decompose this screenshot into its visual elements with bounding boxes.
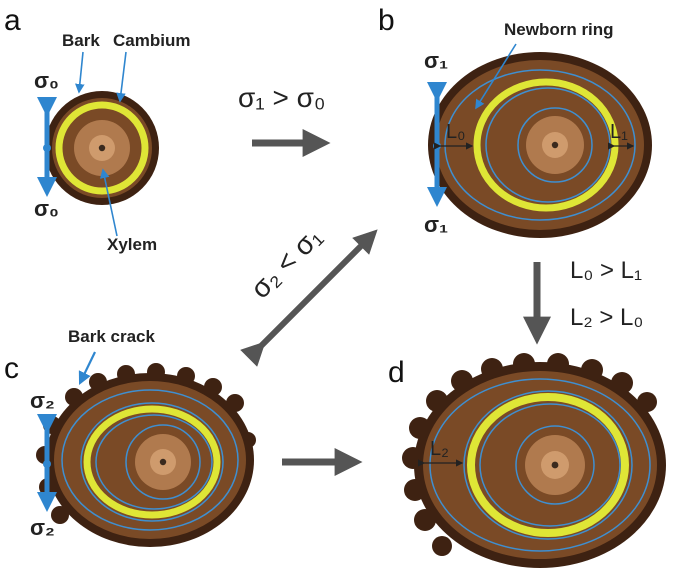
panel-letter-c: c [4, 352, 19, 385]
bark-label: Bark [62, 31, 100, 50]
relation-sigma1-gt-sigma0: σ₁ > σ₀ [238, 82, 326, 113]
relation-L2-gt-L0: L₂ > L₀ [570, 304, 643, 331]
newborn-ring-label: Newborn ring [504, 20, 614, 39]
cambium-ring [467, 393, 629, 537]
xylem-label: Xylem [107, 235, 157, 254]
annual-ring-line [61, 389, 239, 531]
process-arrow-b-c [240, 229, 378, 367]
panel-letter-b: b [378, 4, 395, 37]
stress-label-top: σ₁ [424, 48, 448, 73]
width-label-right: L₁ [610, 121, 628, 143]
pith [98, 144, 106, 152]
relation-L0-gt-L1: L₀ > L₁ [570, 257, 642, 284]
panel-d: d L₂ [388, 353, 666, 568]
bark-crack-pointer [78, 351, 96, 385]
pith [551, 141, 559, 149]
width-label-left: L₂ [430, 438, 449, 460]
panel-letter-a: a [4, 4, 21, 37]
stress-label-bottom: σ₁ [424, 212, 448, 237]
newborn-ring-pointer [475, 43, 517, 110]
bark-pointer [75, 51, 85, 94]
cambium-label: Cambium [113, 31, 190, 50]
stress-label-top: σ₂ [30, 388, 55, 413]
cambium-ring [83, 405, 221, 519]
stress-label-bottom: σ₂ [30, 515, 55, 540]
bark-crack-label: Bark crack [68, 327, 156, 346]
xylem-pointer [99, 168, 118, 237]
panel-c: c σ₂ σ₂ Bark crack [4, 327, 256, 547]
panel-letter-d: d [388, 356, 405, 389]
cambium-ring [55, 101, 149, 195]
stress-label-bottom: σ₀ [34, 196, 59, 221]
stress-label-top: σ₀ [34, 68, 59, 93]
panel-b: b σ₁ σ₁ L₀ L₁ Newborn ring [378, 4, 652, 238]
panel-a: a σ₀ σ₀ Bark Cambium Xylem [4, 4, 190, 254]
cambium-pointer [116, 51, 127, 103]
pith [551, 461, 559, 469]
pith [159, 458, 167, 466]
width-label-left: L₀ [446, 121, 465, 143]
